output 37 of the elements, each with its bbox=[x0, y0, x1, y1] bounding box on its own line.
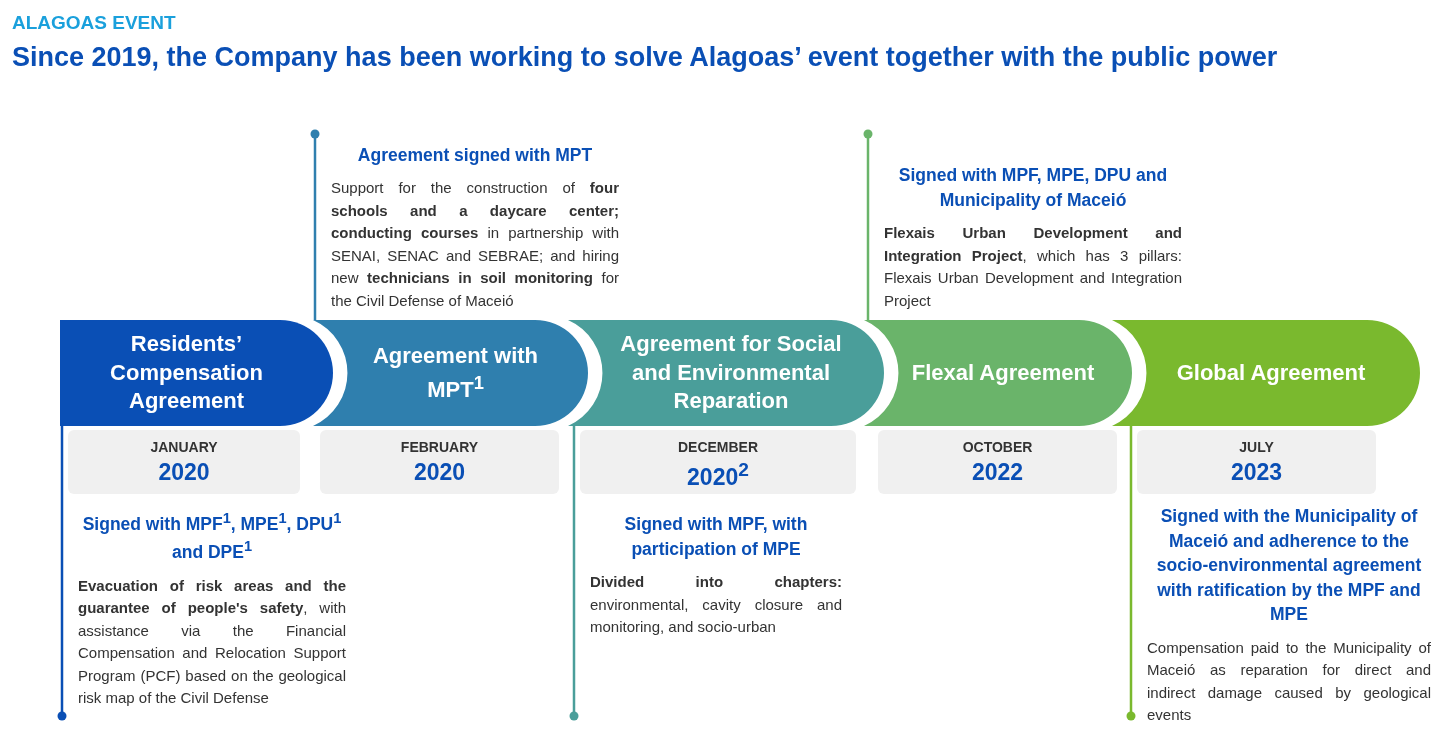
agreement-heading: Signed with the Municipality of Maceió and adherence to the socio-environmental agreement with ratification by the MPF and MPE bbox=[1155, 505, 1423, 626]
milestone-tab bbox=[313, 320, 588, 426]
description-text: Flexais Urban Development and Integration Project, which has 3 pillars: Flexais Urban Development and Integration Project bbox=[884, 223, 1182, 311]
milestone-tab bbox=[568, 320, 884, 426]
year-text: 2020$^{2}$ bbox=[686, 459, 750, 491]
milestone-title: Agreement for Social and Environmental Reparation bbox=[619, 330, 843, 416]
month-text: JANUARY bbox=[149, 439, 219, 455]
description-text: Evacuation of risk areas and the guarantee of people's safety, with assistance via the Financial Compensation and Relocation Support Program (PCF) based on the geological risk map of the Civil Defense bbox=[78, 575, 346, 709]
timeline-connector bbox=[569, 426, 579, 721]
milestone-title: Agreement with MPT$^{1}$ bbox=[372, 341, 539, 404]
year-text: 2020 bbox=[412, 459, 467, 486]
milestone-title: Global Agreement bbox=[1175, 358, 1367, 387]
month-text: JULY bbox=[1238, 439, 1275, 455]
description-text: Compensation paid to the Municipality of Maceió as reparation for direct and indirect damage caused by geological events bbox=[1147, 637, 1431, 725]
agreement-heading: Signed with MPF, with participation of MPE bbox=[623, 513, 809, 561]
year-text: 2022 bbox=[970, 459, 1025, 486]
agreement-heading: Agreement signed with MPT bbox=[356, 143, 594, 167]
description-text: Support for the construction of four schools and a daycare center; conducting courses in partnership with SENAI, SENAC and SEBRAE; and hiring new technicians in soil monitoring for the Civil Defense of Maceió bbox=[331, 178, 619, 311]
month-text: OCTOBER bbox=[961, 439, 1034, 455]
year-text: 2020 bbox=[157, 459, 211, 486]
timeline-connector bbox=[1126, 426, 1136, 721]
description-text: Divided into chapters: environmental, cavity closure and monitoring, and socio-urban bbox=[590, 572, 842, 637]
agreement-heading: Signed with MPF, MPE, DPU and Municipality of Maceió bbox=[897, 164, 1169, 212]
milestone-tab bbox=[60, 320, 333, 426]
year-text: 2023 bbox=[1229, 459, 1284, 486]
month-text: FEBRUARY bbox=[399, 439, 480, 455]
milestone-title: Flexal Agreement bbox=[910, 358, 1096, 387]
timeline-connector bbox=[863, 129, 873, 320]
month-text: DECEMBER bbox=[676, 439, 760, 455]
section-kicker: ALAGOAS EVENT bbox=[12, 12, 176, 34]
timeline-connector bbox=[310, 129, 320, 320]
page-title: Since 2019, the Company has been working to solve Alagoas’ event together with the public power bbox=[12, 42, 1278, 73]
agreement-heading: Signed with MPF$^{1}$, MPE$^{1}$, DPU$^{1}$ and DPE$^{1}$ bbox=[81, 509, 343, 565]
milestone-tab bbox=[1112, 320, 1420, 426]
milestone-tab bbox=[864, 320, 1132, 426]
timeline-connector bbox=[57, 426, 67, 721]
milestone-title: Residents’ Compensation Agreement bbox=[109, 330, 264, 416]
